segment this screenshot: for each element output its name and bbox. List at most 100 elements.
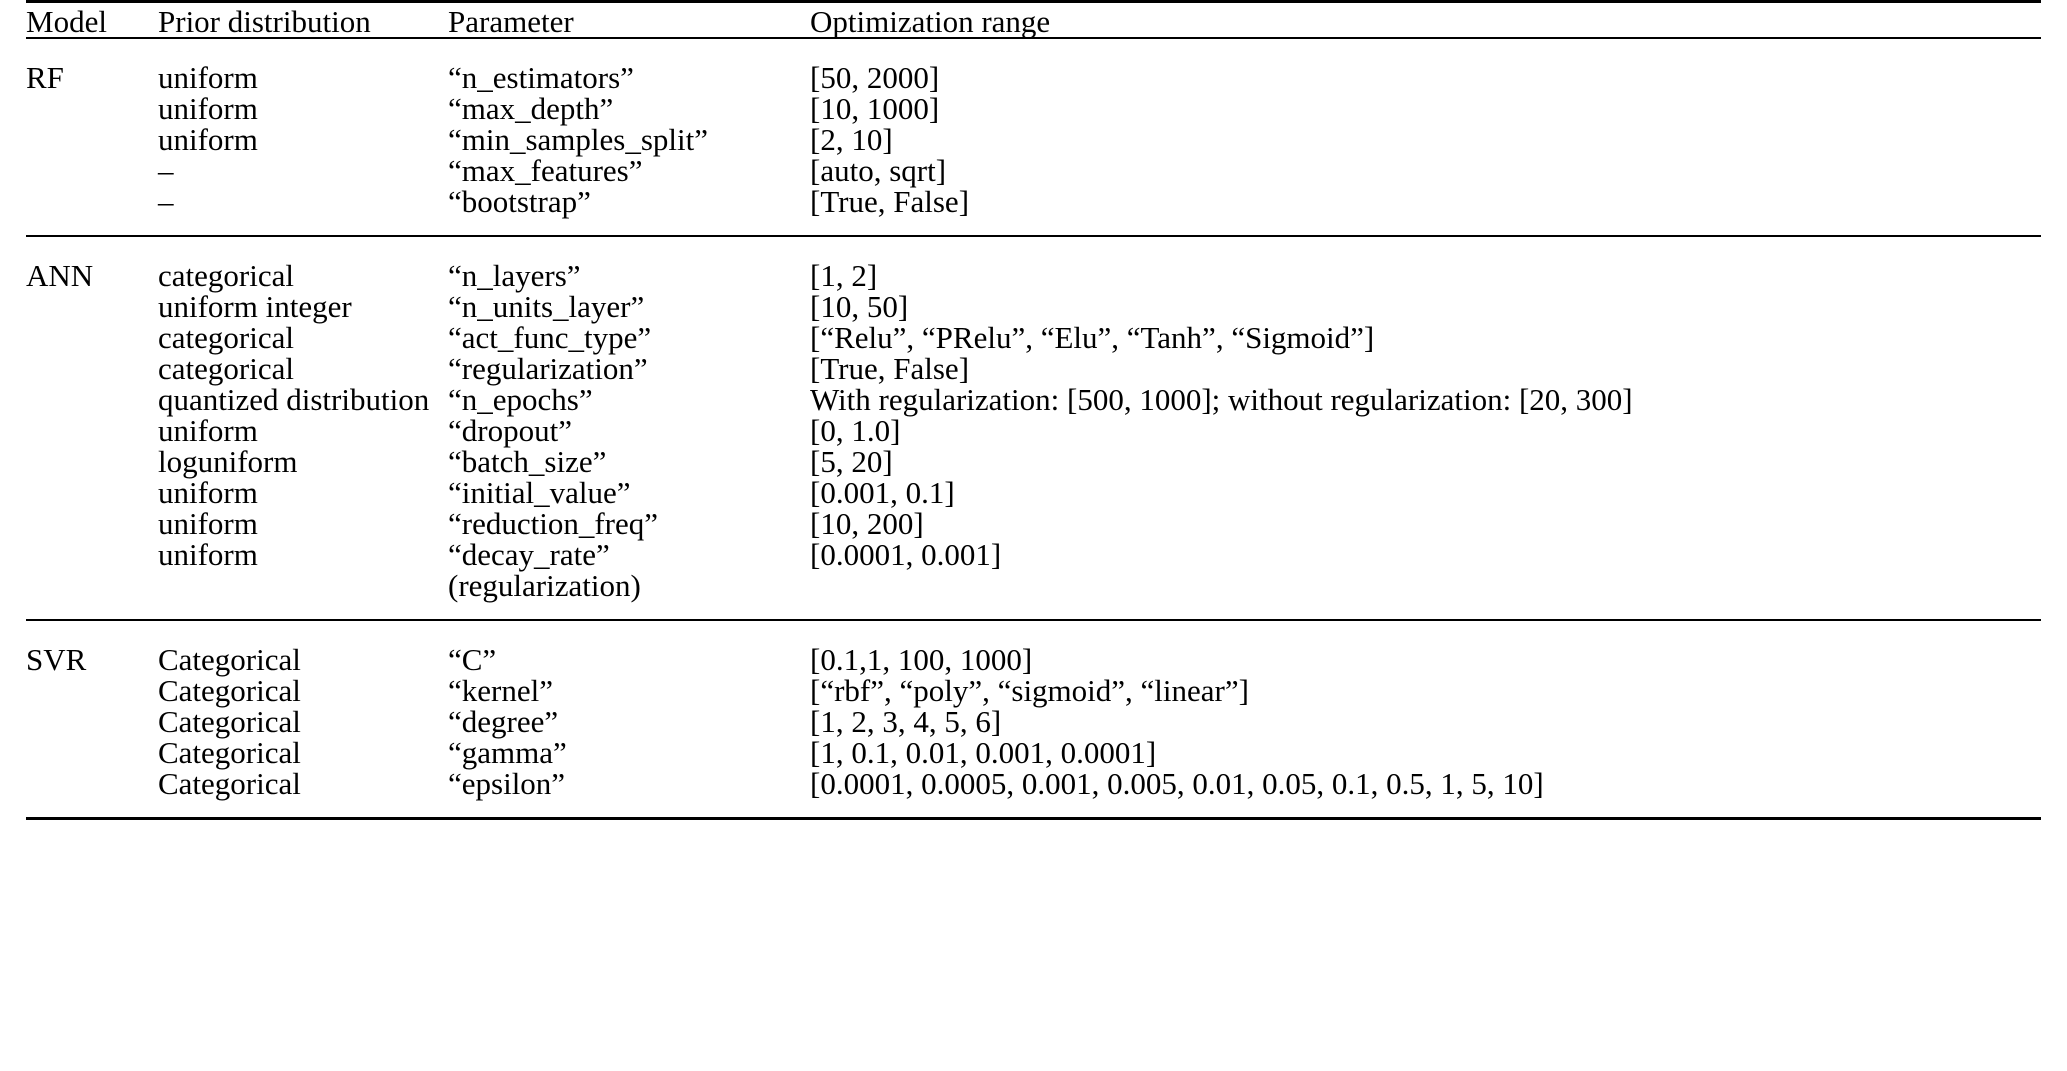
prior-distribution-cell: uniform [158, 60, 258, 95]
prior-distribution-cell: Categorical [158, 735, 301, 770]
optimization-range-cell: [1, 0.1, 0.01, 0.001, 0.0001] [810, 735, 1157, 770]
model-label-empty [26, 508, 158, 539]
section-spacer-top [26, 240, 2041, 260]
prior-distribution-cell: uniform integer [158, 289, 352, 324]
optimization-range-cell: [1, 2] [810, 258, 878, 293]
table-row: uniform “max_depth” [10, 1000] [26, 93, 2041, 124]
parameter-cell: “act_func_type” [448, 320, 652, 355]
column-header-model: Model [26, 4, 107, 39]
optimization-range-cell: [50, 2000] [810, 60, 940, 95]
table-row: RF uniform “n_estimators” [50, 2000] [26, 62, 2041, 93]
section-spacer-bottom [26, 799, 2041, 819]
optimization-range-cell: [10, 50] [810, 289, 909, 324]
parameter-cell: “degree” [448, 704, 559, 739]
model-label-empty [26, 155, 158, 186]
model-label-empty [26, 477, 158, 508]
parameter-cell: “regularization” [448, 351, 648, 386]
parameter-cell: “gamma” [448, 735, 567, 770]
model-label-empty [26, 737, 158, 768]
optimization-range-cell: [True, False] [810, 184, 970, 219]
model-label-ann: ANN [26, 258, 94, 293]
parameter-cell: “min_samples_split” [448, 122, 709, 157]
model-label-empty [26, 675, 158, 706]
section-spacer-bottom [26, 217, 2041, 236]
parameter-cell: “epsilon” [448, 766, 566, 801]
optimization-range-cell: [0.0001, 0.001] [810, 537, 1002, 572]
parameter-cell: “reduction_freq” [448, 506, 658, 541]
parameter-cell: “n_layers” [448, 258, 581, 293]
optimization-range-cell: [10, 1000] [810, 91, 940, 126]
prior-distribution-cell: Categorical [158, 704, 301, 739]
optimization-range-cell: [1, 2, 3, 4, 5, 6] [810, 704, 1002, 739]
parameter-cell: “initial_value” [448, 475, 631, 510]
optimization-range-cell: [5, 20] [810, 444, 893, 479]
model-label-svr: SVR [26, 642, 87, 677]
parameter-cell: “max_depth” [448, 91, 614, 126]
table-row: uniform “min_samples_split” [2, 10] [26, 124, 2041, 155]
parameter-cell: “max_features” [448, 153, 643, 188]
prior-distribution-cell: uniform [158, 413, 258, 448]
hyperparameter-table: Model Prior distribution Parameter Optimiza… [26, 0, 2041, 823]
prior-distribution-cell: uniform [158, 475, 258, 510]
optimization-range-cell: [True, False] [810, 351, 970, 386]
optimization-range-cell: [0.001, 0.1] [810, 475, 955, 510]
table-row: uniform“dropout”[0, 1.0] [26, 415, 2041, 446]
parameter-cell: “batch_size” [448, 444, 607, 479]
model-label-empty [26, 291, 158, 322]
table-row: uniform “initial_value” [0.001, 0.1] [26, 477, 2041, 508]
prior-distribution-cell: uniform [158, 506, 258, 541]
optimization-range-cell: [“rbf”, “poly”, “sigmoid”, “linear”] [810, 673, 1249, 708]
table-row: Categorical“kernel”[“rbf”, “poly”, “sigm… [26, 675, 2041, 706]
optimization-range-cell: [“Relu”, “PRelu”, “Elu”, “Tanh”, “Sigmoi… [810, 320, 1375, 355]
section-rule [26, 37, 2041, 42]
prior-distribution-cell: uniform [158, 122, 258, 157]
table-row: ANN categorical “n_layers” [1, 2] [26, 260, 2041, 291]
prior-distribution-cell: loguniform [158, 444, 298, 479]
table-header-row: Model Prior distribution Parameter Optimiza… [26, 6, 2041, 38]
table-rule-bottom [26, 817, 2041, 823]
column-header-parameter: Parameter [448, 4, 574, 39]
prior-distribution-cell: uniform [158, 537, 258, 572]
model-label-empty [26, 415, 158, 446]
model-label-rf: RF [26, 60, 64, 95]
table-row: Categorical “gamma” [1, 0.1, 0.01, 0.001, … [26, 737, 2041, 768]
model-label-empty [26, 446, 158, 477]
optimization-range-cell: [2, 10] [810, 122, 893, 157]
parameter-cell: “n_estimators” [448, 60, 634, 95]
table-row: quantized distribution“n_epochs”With reg… [26, 384, 2041, 415]
parameter-cell: “kernel” [448, 673, 553, 708]
model-label-empty [26, 768, 158, 799]
model-label-empty [26, 93, 158, 124]
table-row: – “max_features” [auto, sqrt] [26, 155, 2041, 186]
prior-distribution-cell: uniform [158, 91, 258, 126]
prior-distribution-cell: – [158, 153, 174, 188]
optimization-range-cell: [auto, sqrt] [810, 153, 947, 188]
section-rule [26, 619, 2041, 624]
prior-distribution-cell: categorical [158, 320, 294, 355]
model-label-empty [26, 124, 158, 155]
column-header-prior-distribution: Prior distribution [158, 4, 371, 39]
section-spacer-top [26, 624, 2041, 644]
prior-distribution-cell: categorical [158, 258, 294, 293]
table-row: –“bootstrap”[True, False] [26, 186, 2041, 217]
table-row: loguniform “batch_size” [5, 20] [26, 446, 2041, 477]
prior-distribution-cell: Categorical [158, 642, 301, 677]
table-row: categorical “regularization” [True, False] [26, 353, 2041, 384]
table-row: Categorical “degree” [1, 2, 3, 4, 5, 6] [26, 706, 2041, 737]
model-label-empty [26, 706, 158, 737]
parameter-cell: “decay_rate” (regularization) [448, 537, 641, 603]
parameter-cell: “bootstrap” [448, 184, 591, 219]
table-row: uniform integer “n_units_layer” [10, 50] [26, 291, 2041, 322]
column-header-optimization-range: Optimization range [810, 4, 1051, 39]
prior-distribution-cell: categorical [158, 351, 294, 386]
parameter-cell: “n_epochs” [448, 382, 593, 417]
parameter-cell: “n_units_layer” [448, 289, 645, 324]
parameter-cell: “dropout” [448, 413, 572, 448]
prior-distribution-cell: quantized distribution [158, 382, 430, 417]
model-label-empty [26, 384, 158, 415]
table-row: uniform“reduction_freq”[10, 200] [26, 508, 2041, 539]
optimization-range-cell: [0.1,1, 100, 1000] [810, 642, 1033, 677]
table-row: uniform “decay_rate” (regularization) [0.0… [26, 539, 2041, 601]
